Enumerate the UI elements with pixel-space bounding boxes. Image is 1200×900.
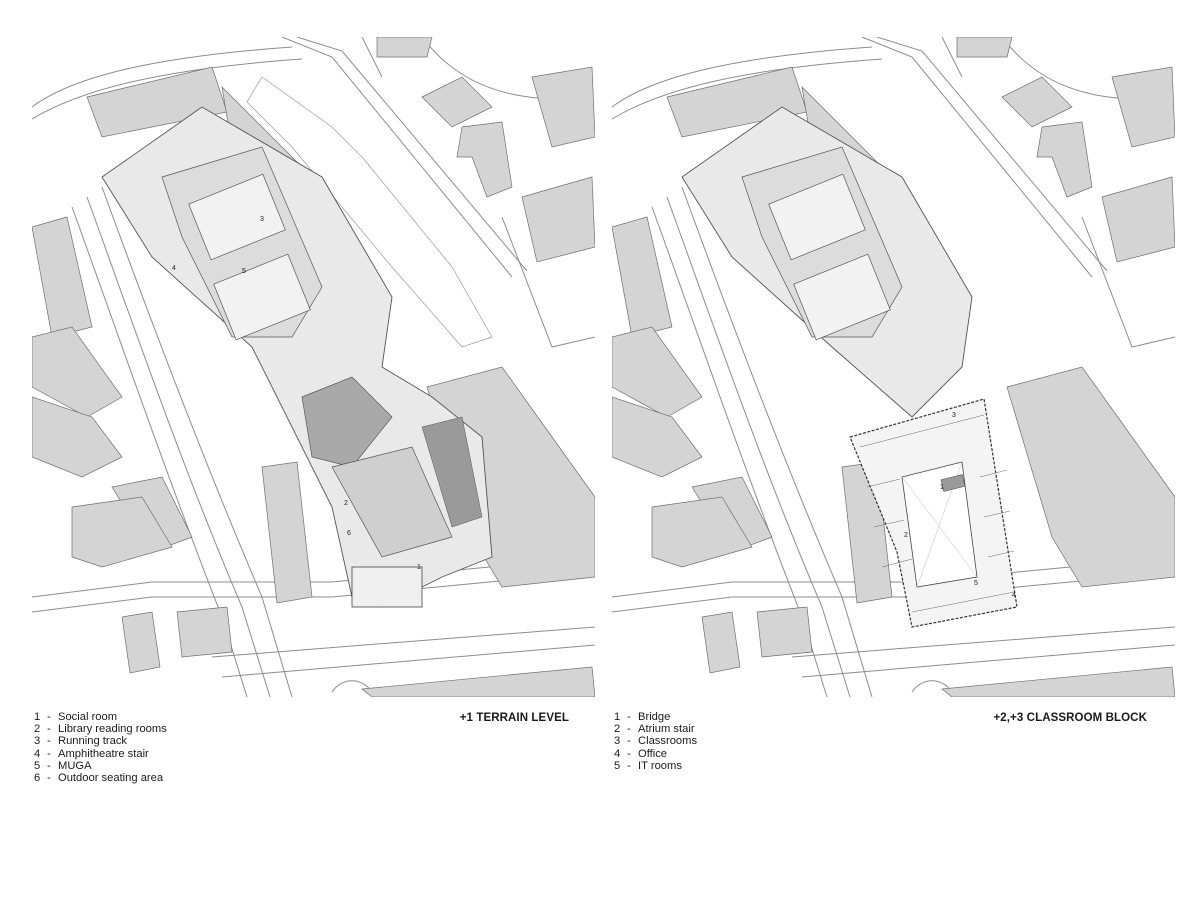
legend-item: 5-IT rooms: [614, 759, 682, 772]
legend-classroom-block: 1-Bridge 2-Atrium stair 3-Classrooms 4-O…: [614, 711, 697, 772]
school-building: [101, 106, 493, 608]
site-plan-terrain-level: 1 2 3 4 5 6: [32, 37, 595, 697]
plan-number-tags: 1 2 3 4 5: [904, 412, 1016, 599]
legend-item: 3-Running track: [34, 735, 128, 748]
legend-item: 3-Classrooms: [614, 735, 698, 748]
plan-tag-2: 2: [344, 500, 348, 507]
plan-number-tags: 1 2 3 4 5 6: [172, 216, 421, 571]
legend-terrain-level: 1-Social room 2-Library reading rooms 3-…: [34, 711, 167, 784]
legend-item: 4-Office: [614, 747, 668, 760]
plan-tag-3: 3: [952, 412, 956, 419]
plan-tag-5: 5: [974, 580, 978, 587]
plan-tag-6: 6: [347, 530, 351, 537]
plan-tag-2: 2: [904, 532, 908, 539]
legend-item: 2-Library reading rooms: [34, 723, 167, 736]
plan-tag-3: 3: [260, 216, 264, 223]
site-plan-drawing-right: 1 2 3 4 5: [612, 37, 1175, 697]
legend-item: 1-Bridge: [614, 711, 671, 723]
plan-tag-1: 1: [940, 484, 944, 491]
legend-item: 6-Outdoor seating area: [34, 772, 164, 785]
plan-tag-4: 4: [1012, 592, 1016, 599]
plan-title-terrain-level: +1 TERRAIN LEVEL: [459, 712, 569, 724]
school-building: [681, 106, 1018, 628]
plan-tag-1: 1: [417, 564, 421, 571]
site-plan-classroom-block: 1 2 3 4 5: [612, 37, 1175, 697]
legend-item: 2-Atrium stair: [614, 723, 695, 736]
plan-tag-5: 5: [242, 268, 246, 275]
site-plan-drawing-left: 1 2 3 4 5 6: [32, 37, 595, 697]
street-lines: [32, 37, 595, 697]
legend-item: 4-Amphitheatre stair: [34, 747, 149, 760]
plan-title-classroom-block: +2,+3 CLASSROOM BLOCK: [993, 712, 1147, 724]
legend-item: 1-Social room: [34, 711, 118, 723]
legend-item: 5-MUGA: [34, 759, 92, 772]
plan-tag-4: 4: [172, 265, 176, 272]
